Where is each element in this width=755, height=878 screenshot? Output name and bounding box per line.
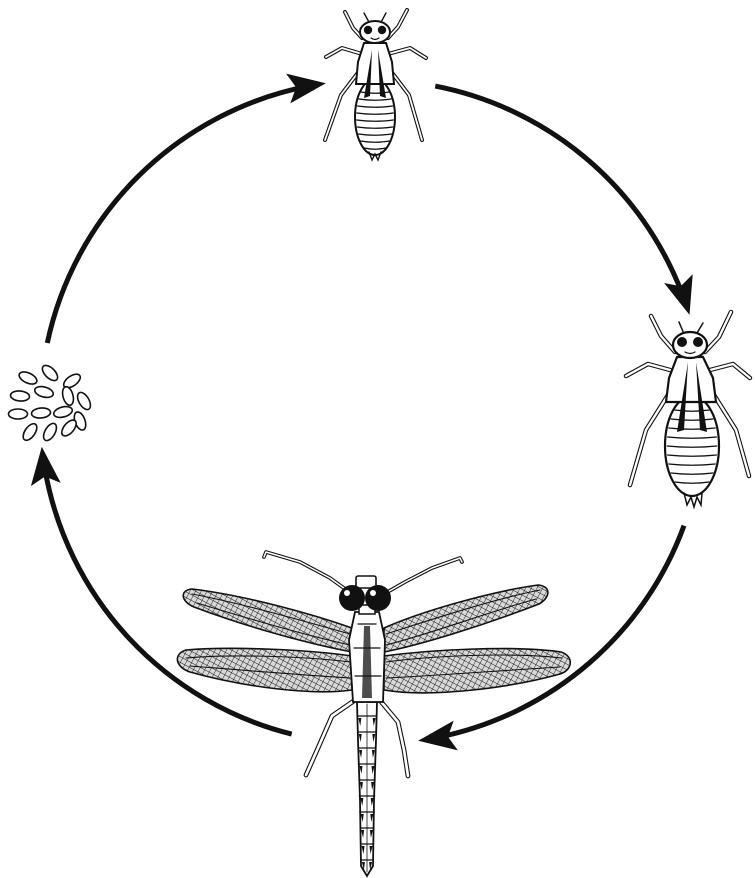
thorax: [666, 357, 716, 402]
egg: [75, 390, 93, 411]
mature-nymph-icon: [626, 312, 750, 507]
antenna-left-core: [264, 552, 352, 594]
hind-leg-left: [630, 395, 668, 485]
hind-leg-left: [325, 70, 360, 140]
eye-left: [364, 26, 372, 34]
eye-highlight: [344, 590, 350, 596]
front-leg-right: [388, 10, 407, 38]
forewing-left-membrane: [183, 589, 352, 652]
egg: [17, 369, 38, 386]
leg-left: [306, 698, 358, 775]
forewing-right: [384, 585, 548, 652]
hindwing-left: [177, 648, 352, 691]
egg: [10, 390, 30, 402]
abdomen: [355, 79, 395, 155]
leg-left-outline: [306, 698, 358, 775]
eye-right: [693, 337, 703, 347]
egg: [53, 405, 74, 420]
forewing-left: [183, 589, 352, 652]
forewing-right-membrane: [384, 585, 548, 652]
middle-leg-right: [388, 48, 426, 58]
cycle-arrow-icon: [47, 74, 326, 343]
egg: [20, 421, 39, 442]
eye-highlight: [370, 590, 376, 596]
leg-right: [378, 698, 408, 776]
antenna-left-outline: [264, 552, 352, 594]
cycle-arrow-icon: [31, 447, 292, 734]
middle-leg-left-outline: [626, 364, 670, 376]
front-leg-left-core: [651, 316, 675, 352]
egg: [31, 407, 51, 419]
eye-left: [677, 337, 687, 347]
hind-leg-left-outline: [630, 395, 668, 485]
compound-eye-left: [339, 585, 365, 611]
arrow-arc-eggs-to-young-nymph: [47, 86, 308, 343]
middle-leg-right: [710, 364, 750, 378]
antenna-right: [384, 558, 462, 594]
middle-leg-left: [326, 48, 362, 57]
antenna-left: [264, 552, 352, 594]
egg: [59, 418, 79, 439]
leg-right-outline: [378, 698, 408, 776]
cycle-arrow-icon: [435, 86, 692, 315]
antenna-right: [697, 323, 703, 333]
egg-cluster-icon: [9, 363, 94, 443]
hindwing-left-membrane: [177, 648, 352, 691]
egg: [9, 409, 28, 419]
front-leg-right: [705, 312, 731, 352]
hind-leg-left-outline: [325, 70, 360, 140]
arrow-arc-young-to-mature-nymph: [435, 86, 682, 293]
egg: [40, 363, 61, 384]
compound-eye-right: [365, 585, 391, 611]
egg: [41, 421, 59, 442]
middle-leg-left: [626, 364, 670, 376]
middle-leg-right-outline: [710, 364, 750, 378]
thorax: [356, 43, 394, 84]
eye-right: [378, 26, 386, 34]
young-nymph-icon: [325, 10, 426, 160]
arrow-arc-mature-nymph-to-adult: [441, 526, 684, 737]
egg: [61, 386, 76, 407]
front-leg-left: [651, 316, 675, 352]
leg-left-core: [306, 698, 358, 775]
hindwing-right: [384, 649, 570, 693]
egg: [34, 385, 55, 400]
antenna-right-outline: [384, 558, 462, 594]
